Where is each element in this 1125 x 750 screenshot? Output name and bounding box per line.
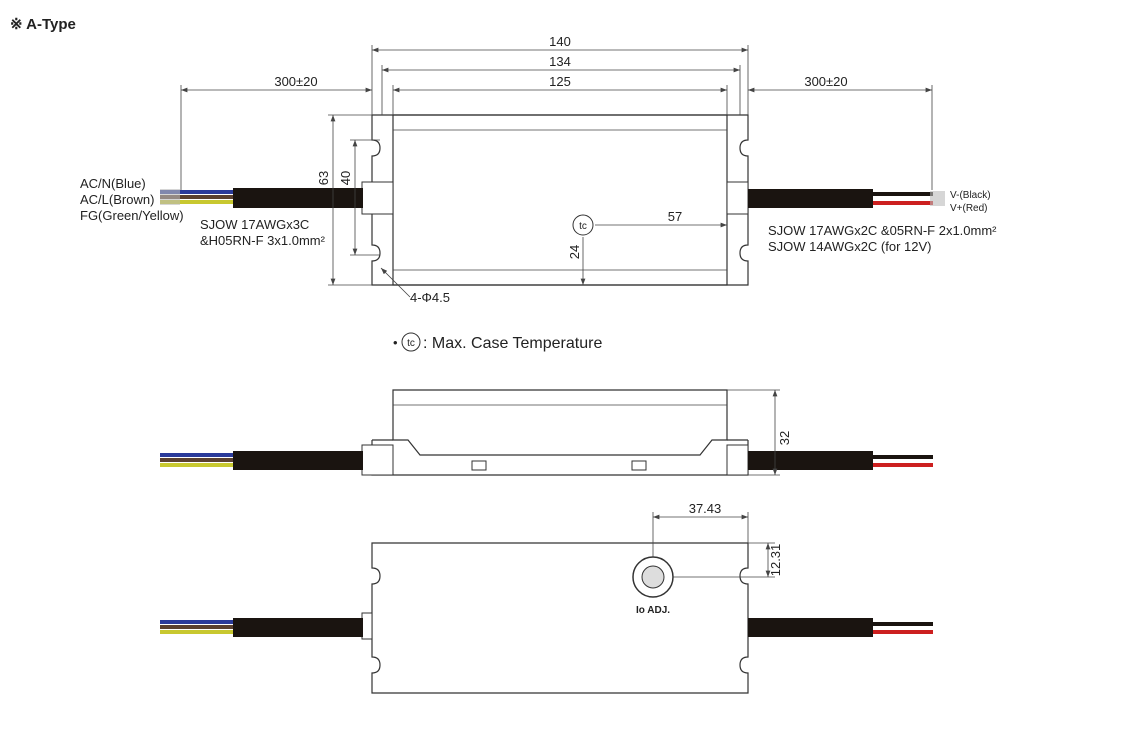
bottom-view: Io ADJ. 37.43 12.31: [160, 501, 933, 694]
output-cable-spec: SJOW 17AWGx2C &05RN-F 2x1.0mm²: [768, 223, 997, 238]
legend: • tc : Max. Case Temperature: [393, 332, 602, 352]
dim-24: 24: [567, 245, 582, 259]
input-cable-spec-2: &H05RN-F 3x1.0mm²: [200, 233, 326, 248]
label-ac-l: AC/L(Brown): [80, 192, 154, 207]
dim-140: 140: [549, 34, 571, 49]
label-ac-n: AC/N(Blue): [80, 176, 146, 191]
output-gland: [726, 181, 749, 215]
tc-symbol: tc: [579, 221, 587, 232]
label-v-plus: V+(Red): [950, 203, 988, 214]
wire-black: [873, 192, 933, 196]
label-v-minus: V-(Black): [950, 190, 991, 201]
wire-blue: [160, 190, 233, 194]
dim-134: 134: [549, 54, 571, 69]
wire-brown: [160, 195, 233, 199]
dim-12-31: 12.31: [768, 544, 783, 577]
dim-cable-right: 300±20: [804, 74, 847, 89]
top-view: AC/N(Blue) AC/L(Brown) FG(Green/Yellow) …: [80, 34, 997, 305]
side-view: 32: [160, 389, 933, 476]
dim-125: 125: [549, 74, 571, 89]
tc-point-icon: [572, 214, 594, 236]
top-view-outline: [371, 114, 749, 286]
legend-bullet: •: [393, 335, 398, 350]
output-cable-spec-2: SJOW 14AWGx2C (for 12V): [768, 239, 932, 254]
tc-legend-icon: [401, 332, 421, 352]
input-cable: [233, 188, 363, 208]
dim-holes: 4-Φ4.5: [410, 290, 450, 305]
wire-red: [873, 201, 933, 205]
legend-symbol: tc: [407, 338, 415, 349]
input-gland: [361, 181, 394, 215]
top-view-body: [392, 114, 728, 286]
input-cable-spec: SJOW 17AWGx3C: [200, 217, 309, 232]
dim-32: 32: [777, 431, 792, 445]
legend-text: : Max. Case Temperature: [423, 335, 602, 352]
label-fg: FG(Green/Yellow): [80, 208, 184, 223]
output-cable: [748, 189, 873, 208]
dimension-lines: [180, 45, 933, 298]
wire-green-yellow: [160, 200, 233, 204]
dim-63: 63: [316, 171, 331, 185]
dim-40: 40: [338, 171, 353, 185]
dim-37-43: 37.43: [689, 501, 722, 516]
section-title: ※ A-Type: [10, 16, 76, 33]
dim-57: 57: [668, 209, 682, 224]
io-adj-label: Io ADJ.: [636, 605, 670, 616]
dim-cable-left: 300±20: [274, 74, 317, 89]
